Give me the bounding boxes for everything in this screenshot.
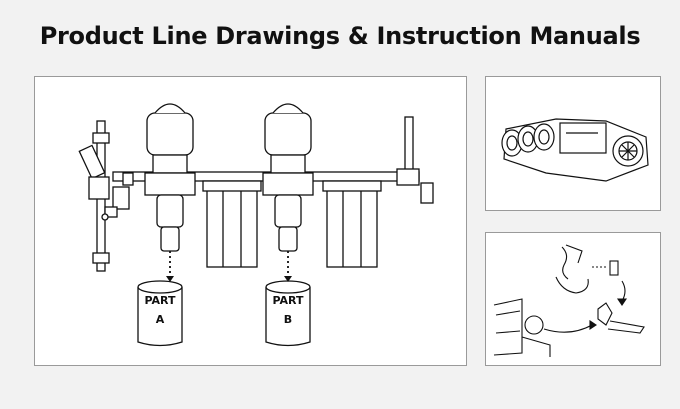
part-b-label-line2: B [284, 313, 292, 326]
page-title: Product Line Drawings & Instruction Manu… [39, 22, 641, 50]
part-b-label-line1: PART [272, 294, 304, 307]
part-a-label-line1: PART [144, 294, 176, 307]
vehicle-unit-drawing [501, 118, 649, 182]
main-drawing-panel[interactable]: PART A PART B [34, 76, 467, 366]
dosing-system-drawing: PART A PART B [78, 103, 434, 347]
thumbnail-installation-steps[interactable] [485, 232, 661, 366]
installation-steps-drawing [493, 244, 645, 357]
thumbnail-vehicle-unit[interactable] [485, 76, 661, 211]
part-a-label-line2: A [156, 313, 165, 326]
